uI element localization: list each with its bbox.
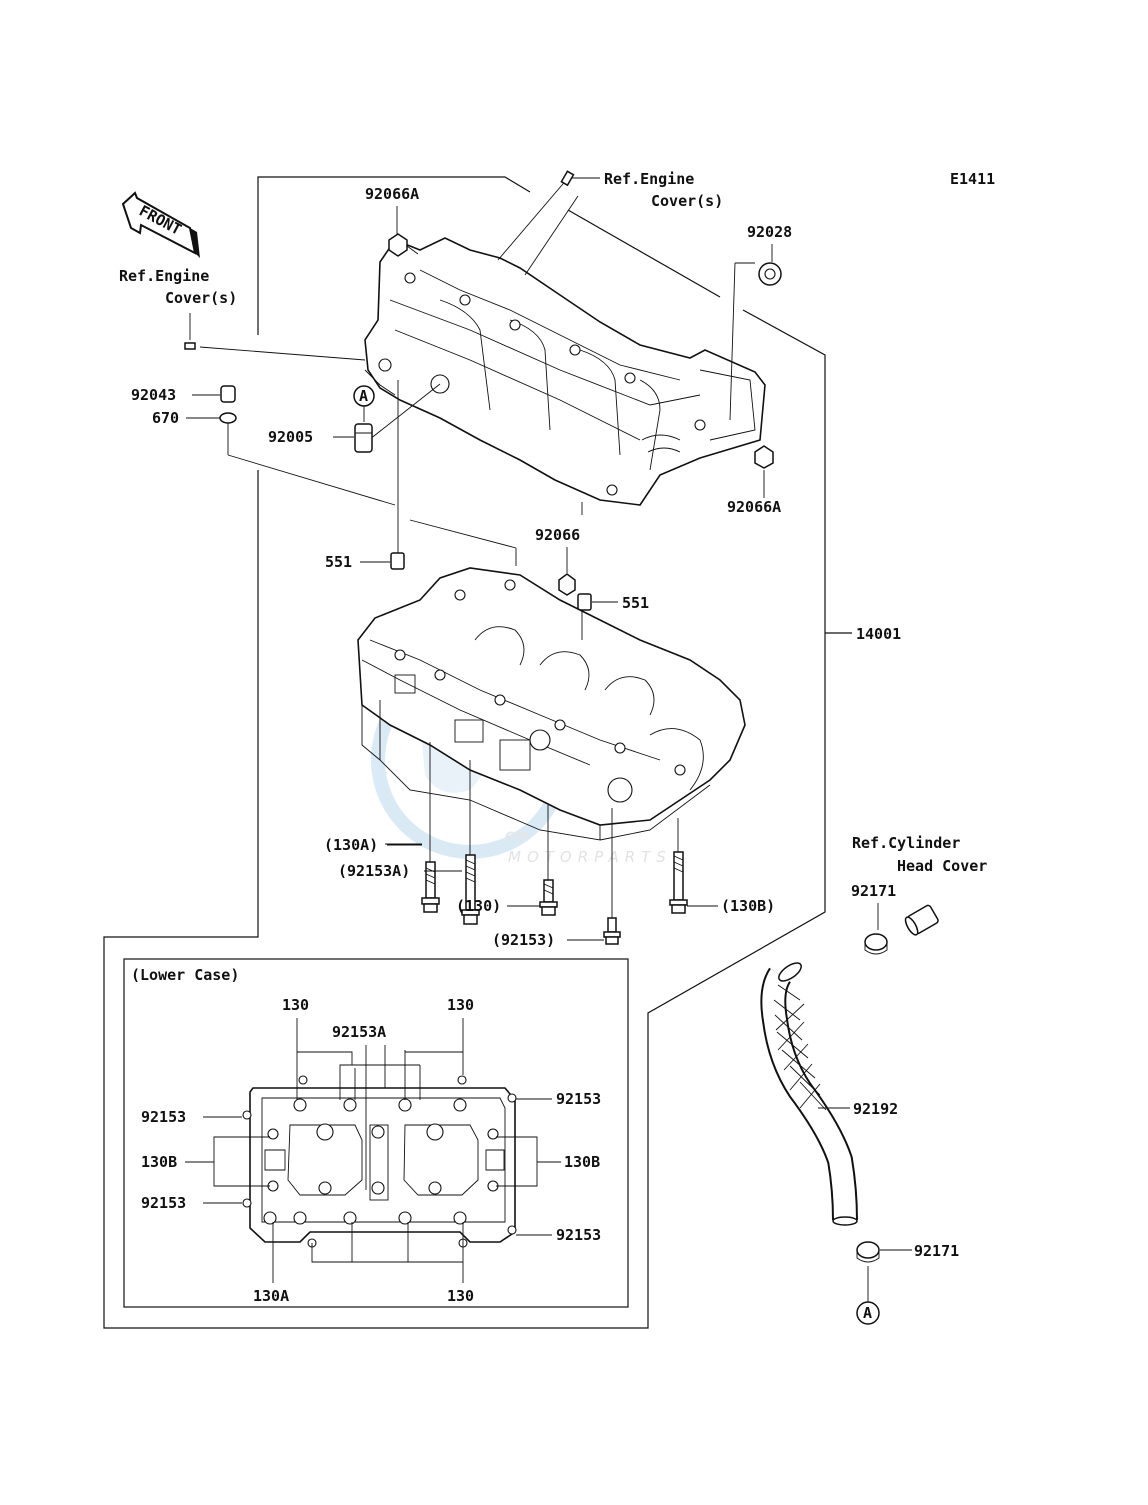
bolt-130 <box>539 879 558 916</box>
ref-engine-cover-left-line2: Cover(s) <box>165 289 237 307</box>
ref-cylinder-head-cover: Ref.Cylinder Head Cover <box>852 834 987 936</box>
part-670-label: 670 <box>152 409 179 427</box>
nut-92066A-top <box>388 233 408 257</box>
inset-92153-right-top: 92153 <box>556 1090 601 1108</box>
part-92066A-right-label: 92066A <box>727 498 781 516</box>
ref-cylinder-head-cover-line2: Head Cover <box>897 857 987 875</box>
inset-130-top-left: 130 <box>282 996 309 1014</box>
inset-130B-right: 130B <box>564 1153 600 1171</box>
marker-a-top-text: A <box>359 387 368 405</box>
watermark-logo-text: cm <box>505 826 530 844</box>
inset-130-top-right: 130 <box>447 996 474 1014</box>
part-92066A-top: 92066A <box>365 185 419 257</box>
part-92066-label: 92066 <box>535 526 580 544</box>
watermark-brand-text: MOTORPARTS <box>508 848 672 866</box>
part-92171-bottom: 92171 A <box>856 1241 959 1325</box>
part-551-right-label: 551 <box>622 594 649 612</box>
part-92043: 92043 <box>131 385 236 404</box>
ref-cylinder-head-cover-line1: Ref.Cylinder <box>852 834 960 852</box>
diagram-code: E1411 <box>950 170 995 188</box>
bolt-92153A <box>461 854 480 925</box>
part-130A-label: (130A) <box>324 836 378 854</box>
part-92005: A 92005 <box>268 385 375 453</box>
assembly-frame <box>257 176 531 335</box>
upper-crankcase <box>364 237 766 506</box>
lower-case-inset: (Lower Case) 130 130 92153A <box>123 958 629 1308</box>
inset-92153-right-bottom: 92153 <box>556 1226 601 1244</box>
part-92005-label: 92005 <box>268 428 313 446</box>
bolt-130B <box>669 851 688 914</box>
inset-92153A: 92153A <box>332 1023 386 1041</box>
part-92171-bottom-label: 92171 <box>914 1242 959 1260</box>
inset-130B-left: 130B <box>141 1153 177 1171</box>
part-92171-top: 92171 <box>851 882 896 955</box>
part-92066: 92066 <box>535 526 580 596</box>
part-92171-top-label: 92171 <box>851 882 896 900</box>
part-92066A-right: 92066A <box>727 445 781 516</box>
part-92028: 92028 <box>747 223 792 286</box>
part-92153A-label: (92153A) <box>338 862 410 880</box>
ref-engine-cover-left-line1: Ref.Engine <box>119 267 209 285</box>
inset-title: (Lower Case) <box>131 966 239 984</box>
part-92043-label: 92043 <box>131 386 176 404</box>
inset-92153-left-bottom: 92153 <box>141 1194 186 1212</box>
part-92192-label: 92192 <box>853 1100 898 1118</box>
front-arrow-icon: FRONT <box>121 191 200 258</box>
part-14001-label: 14001 <box>856 625 901 643</box>
inset-130A: 130A <box>253 1287 289 1305</box>
ref-engine-cover-top-line2: Cover(s) <box>651 192 723 210</box>
bolt-92153 <box>603 917 621 945</box>
part-551-left: 551 <box>325 552 405 571</box>
part-130-label: (130) <box>456 897 501 915</box>
bolt-130A <box>385 843 440 913</box>
lower-crankcase <box>357 567 746 841</box>
inset-frame <box>123 958 629 1308</box>
part-92066A-top-label: 92066A <box>365 185 419 203</box>
ref-engine-cover-left: Ref.Engine Cover(s) <box>119 267 237 350</box>
part-551-right: 551 <box>577 593 649 612</box>
ref-engine-cover-top: Ref.Engine Cover(s) <box>560 170 723 210</box>
marker-a-bottom-text: A <box>863 1304 872 1322</box>
inset-bolt-holes <box>242 1075 517 1248</box>
part-92153-label: (92153) <box>492 931 555 949</box>
ref-engine-cover-top-line1: Ref.Engine <box>604 170 694 188</box>
part-551-left-label: 551 <box>325 553 352 571</box>
hose-92192: 92192 <box>760 962 898 1226</box>
part-130B-label: (130B) <box>721 897 775 915</box>
part-92028-label: 92028 <box>747 223 792 241</box>
part-670: 670 <box>152 409 237 427</box>
inset-92153-left-top: 92153 <box>141 1108 186 1126</box>
marker-a-bottom <box>856 1301 880 1325</box>
inset-130-bottom: 130 <box>447 1287 474 1305</box>
